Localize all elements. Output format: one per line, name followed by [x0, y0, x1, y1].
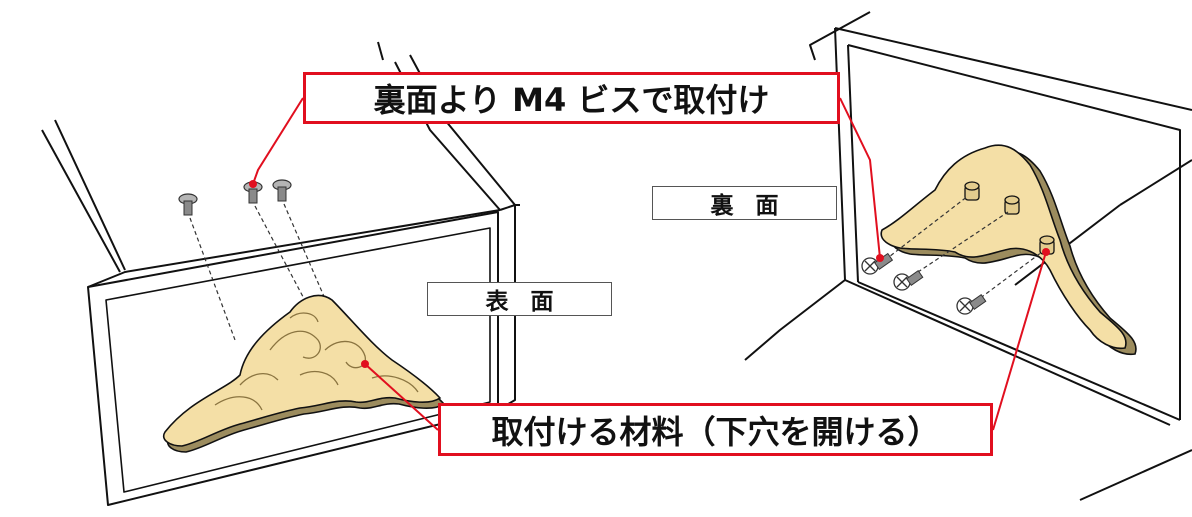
- label-back-side: 裏面: [652, 186, 837, 220]
- screw-icon: [893, 269, 924, 291]
- label-front-side: 表面: [427, 282, 612, 316]
- screw-icon: [861, 252, 894, 275]
- callout-mount-screws: 裏面より M4 ビスで取付け: [303, 72, 840, 124]
- callout-mounting-material: 取付ける材料（下穴を開ける）: [438, 403, 993, 456]
- back-screws: [861, 195, 1043, 315]
- screw-icon: [956, 293, 987, 315]
- leader-dots: [249, 180, 1050, 368]
- screw-icon: [272, 179, 292, 202]
- back-ornament: [880, 144, 1137, 356]
- right-furniture-box: [744, 11, 1192, 501]
- leader-lines: [252, 97, 1047, 431]
- screw-icon: [178, 193, 198, 216]
